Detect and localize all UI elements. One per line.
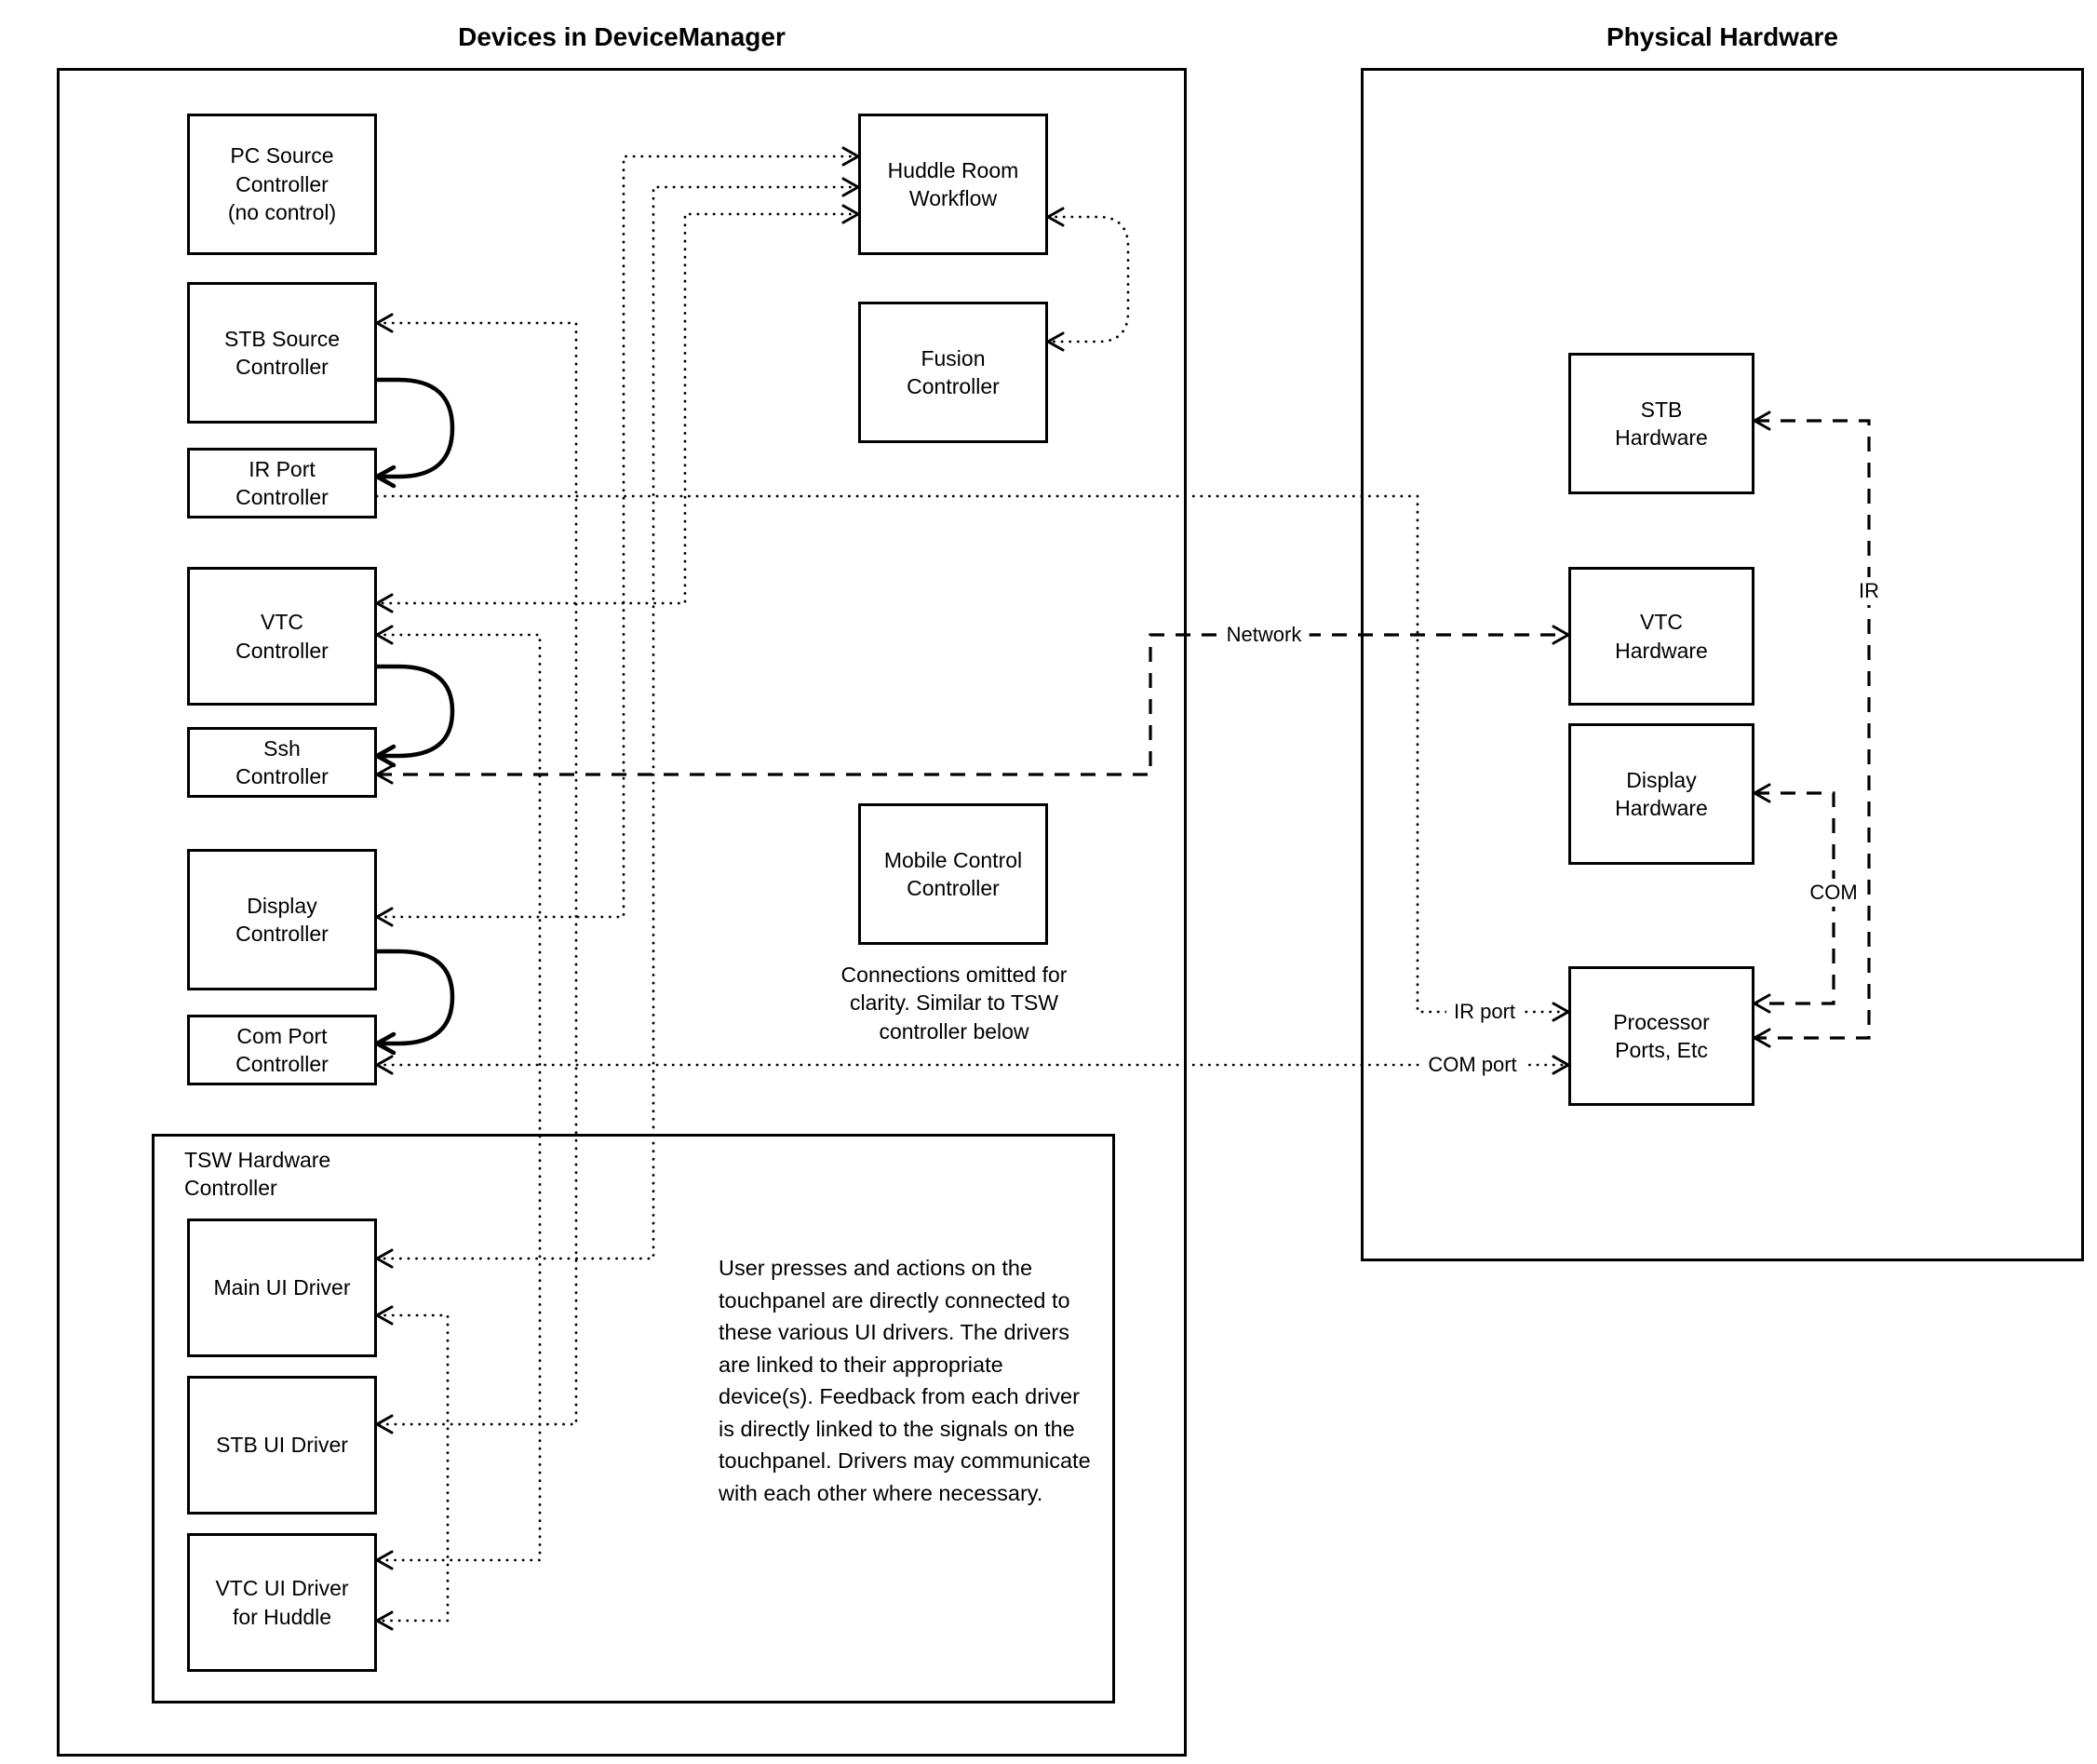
node-vtc-hardware: VTC Hardware [1568, 567, 1754, 706]
arrowhead-into-stb-hardware [1753, 411, 1771, 431]
device-manager-title: Devices in DeviceManager [458, 22, 786, 51]
node-ir-port-controller: IR Port Controller [187, 448, 377, 518]
edge-vtc-ui-driver-vtc-controller [375, 625, 542, 1570]
arrowhead-into-vtc-controller [375, 593, 394, 613]
edge-stb-hardware-processor-ir [1753, 411, 1871, 1048]
node-pc-source-controller: PC Source Controller (no control) [187, 114, 377, 255]
arrowhead-into-display-hardware [1753, 783, 1771, 803]
mobile-control-note: Connections omitted for clarity. Similar… [840, 963, 1068, 1044]
node-processor-ports: Processor Ports, Etc [1568, 966, 1754, 1106]
com-port-connection-label: COM port [1420, 1051, 1525, 1079]
arrowhead-into-com-port-controller [374, 1031, 397, 1056]
tsw-hardware-controller-container [152, 1134, 1115, 1703]
node-stb-source-controller: STB Source Controller [187, 282, 377, 424]
arrowhead-into-processor [1753, 993, 1771, 1014]
arrowhead-into-vtc-hardware [1552, 625, 1570, 645]
node-main-ui-driver: Main UI Driver [187, 1219, 377, 1357]
edge-display-com-port-curve [374, 949, 455, 1056]
arrowhead-into-processor [1753, 1028, 1771, 1048]
arrowhead-into-main-ui-driver [375, 1305, 394, 1326]
node-stb-hardware: STB Hardware [1568, 353, 1754, 494]
arrowhead-into-main-ui-driver [375, 1248, 394, 1269]
network-connection-label: Network [1218, 621, 1310, 649]
node-stb-ui-driver: STB UI Driver [187, 1376, 377, 1515]
device-manager-container [57, 68, 1187, 1757]
com-connection-label: COM [1802, 879, 1865, 907]
arrowhead-into-ssh-controller [374, 744, 397, 768]
arrowhead-into-stb-source-controller [375, 313, 394, 333]
arrowhead-into-hrw [1046, 207, 1065, 227]
node-huddle-room-workflow: Huddle Room Workflow [858, 114, 1048, 255]
edge-stb-source-ir-port-curve [374, 377, 455, 489]
node-display-controller: Display Controller [187, 849, 377, 990]
arrowhead-into-processor [1552, 1002, 1570, 1022]
edge-ssh-controller-vtc-hardware-network [375, 625, 1570, 785]
edge-hrw-fusion-controller [1046, 207, 1130, 352]
arrowhead-into-stb-ui-driver [375, 1414, 394, 1434]
edge-main-ui-driver-vtc-ui-driver [375, 1305, 450, 1631]
arrowhead-into-vtc-controller [375, 625, 394, 645]
node-com-port-controller: Com Port Controller [187, 1015, 377, 1085]
edge-com-port-controller-processor [375, 1055, 1570, 1075]
physical-hardware-title: Physical Hardware [1606, 22, 1839, 51]
ir-connection-label: IR [1851, 577, 1887, 605]
edge-vtc-ssh-curve [374, 664, 455, 768]
arrowhead-into-fusion-controller [1046, 331, 1065, 352]
node-vtc-controller: VTC Controller [187, 567, 377, 706]
arrowhead-into-vtc-ui-driver [375, 1610, 394, 1631]
arrowhead-into-com-port-controller [375, 1055, 394, 1075]
tsw-description-text: User presses and actions on the touchpan… [719, 1256, 1091, 1505]
node-fusion-controller: Fusion Controller [858, 302, 1048, 443]
edge-stb-ui-driver-stb-source-controller [375, 313, 578, 1434]
ir-port-connection-label: IR port [1445, 998, 1524, 1026]
node-mobile-control-controller: Mobile Control Controller [858, 803, 1048, 945]
node-ssh-controller: Ssh Controller [187, 727, 377, 798]
tsw-hardware-controller-label: TSW Hardware Controller [184, 1148, 331, 1200]
arrowhead-into-ssh-controller [375, 764, 394, 785]
node-display-hardware: Display Hardware [1568, 723, 1754, 865]
physical-hardware-container [1361, 68, 2084, 1261]
node-vtc-ui-driver: VTC UI Driver for Huddle [187, 1533, 377, 1672]
edge-hrw-display-controller [375, 146, 860, 927]
arrowhead-into-ir-port-controller [374, 465, 397, 489]
arrowhead-into-display-controller [375, 907, 394, 927]
arrowhead-into-vtc-ui-driver [375, 1550, 394, 1570]
